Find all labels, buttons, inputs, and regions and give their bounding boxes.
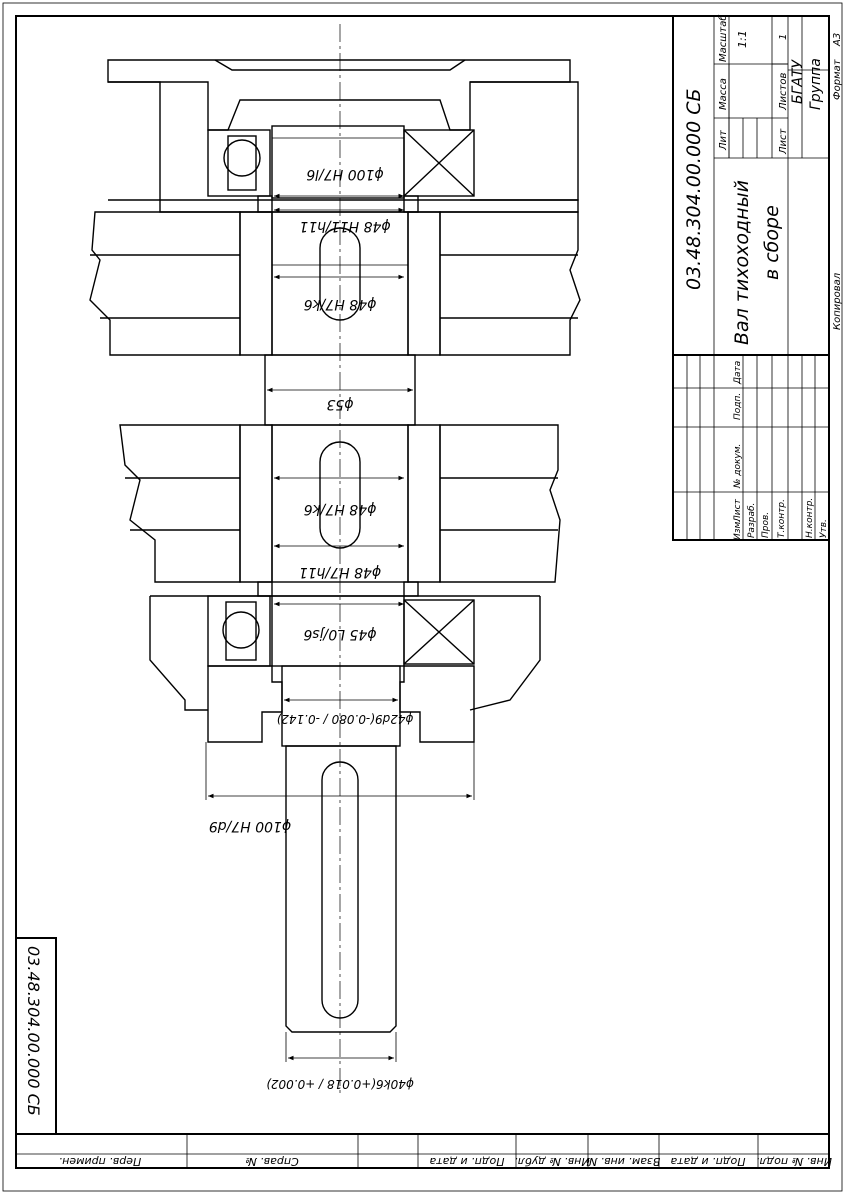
sheets-label: Листов (778, 73, 789, 111)
top-spacer-left (257, 195, 273, 213)
dim-d42: ϕ42d9(-0.080 / -0.142) (277, 712, 414, 726)
format-label: Формат (832, 58, 843, 100)
strip-sprav: Справ. № (245, 1155, 299, 1168)
header-scale: Масштаб (717, 14, 729, 62)
dim-d40: ϕ40k6(+0.018 / +0.002) (266, 1077, 414, 1091)
row-izm: Изм. (733, 519, 743, 540)
row-data: Дата (733, 361, 743, 385)
name-line2: в сборе (761, 205, 783, 280)
row-razrab: Разраб. (747, 503, 757, 538)
copied-label: Копировал (832, 272, 843, 330)
bottom-strip: Перв. примен. Справ. № Подп. и дата Инв.… (15, 1133, 832, 1169)
org-line1: БГАТУ (790, 58, 806, 104)
sheets-value: 1 (778, 34, 789, 40)
top-shaft-block (271, 125, 405, 199)
row-list: Лист (733, 498, 743, 523)
strip-inv-podl: Инв. № подл. (756, 1155, 832, 1168)
org-line2: Группа (808, 58, 824, 110)
row-tkontr: Т.контр. (777, 499, 787, 538)
designation: 03.48.304.00.000 СБ (683, 88, 705, 290)
row-nkontr: Н.контр. (805, 498, 815, 538)
strip-podp1: Подп. и дата (429, 1155, 504, 1168)
top-roller-bearing (403, 129, 475, 197)
scale-value: 1:1 (736, 30, 749, 48)
top-ball-bearing (207, 129, 271, 197)
dim-d48a: ϕ48 H11/h11 (299, 218, 390, 234)
dim-d48b: ϕ48 H7/k6 (304, 296, 377, 312)
strip-podp2: Подп. и дата (670, 1155, 745, 1168)
bottom-spacer-right (403, 581, 419, 597)
dim-d48c: ϕ48 H7/k6 (304, 501, 377, 517)
sheet-label: Лист (778, 127, 789, 155)
dimension-texts: ϕ100 H7/l6 ϕ48 H11/h11 ϕ48 H7/k6 ϕ53 ϕ48… (209, 166, 414, 1091)
lower-gear (119, 424, 561, 583)
side-stamp: 03.48.304.00.000 СБ (15, 937, 57, 1135)
title-block: 03.48.304.00.000 СБ Вал тихоходный в сбо… (672, 14, 843, 541)
format-value: А3 (832, 33, 843, 47)
row-podp: Подп. (733, 393, 743, 420)
row-doc: № докум. (733, 444, 743, 489)
strip-inv-dubl: Инв. № дубл. (514, 1155, 589, 1168)
output-shaft (285, 745, 397, 1033)
row-prov: Пров. (761, 512, 771, 538)
dim-d100: ϕ100 H7/l6 (306, 166, 383, 182)
strip-vzam: Взам. инв. № (586, 1155, 661, 1168)
dimension-lines (205, 193, 475, 1062)
header-lit: Лит (718, 129, 729, 151)
dim-d100b: ϕ100 H7/d9 (209, 818, 291, 834)
name-line1: Вал тихоходный (731, 180, 753, 345)
strip-perv: Перв. примен. (59, 1155, 142, 1168)
top-spacer-right (403, 195, 419, 213)
dim-d48d: ϕ48 H7/h11 (299, 564, 381, 580)
header-mass: Масса (718, 78, 729, 110)
top-housing (107, 59, 579, 201)
side-stamp-text: 03.48.304.00.000 СБ (24, 946, 43, 1116)
inner-frame (15, 15, 830, 1169)
dim-d53: ϕ53 (326, 396, 353, 412)
dim-d45: ϕ45 L0/js6 (303, 626, 376, 642)
bottom-spacer-left (257, 581, 273, 597)
row-utv: Утв. (819, 519, 829, 538)
